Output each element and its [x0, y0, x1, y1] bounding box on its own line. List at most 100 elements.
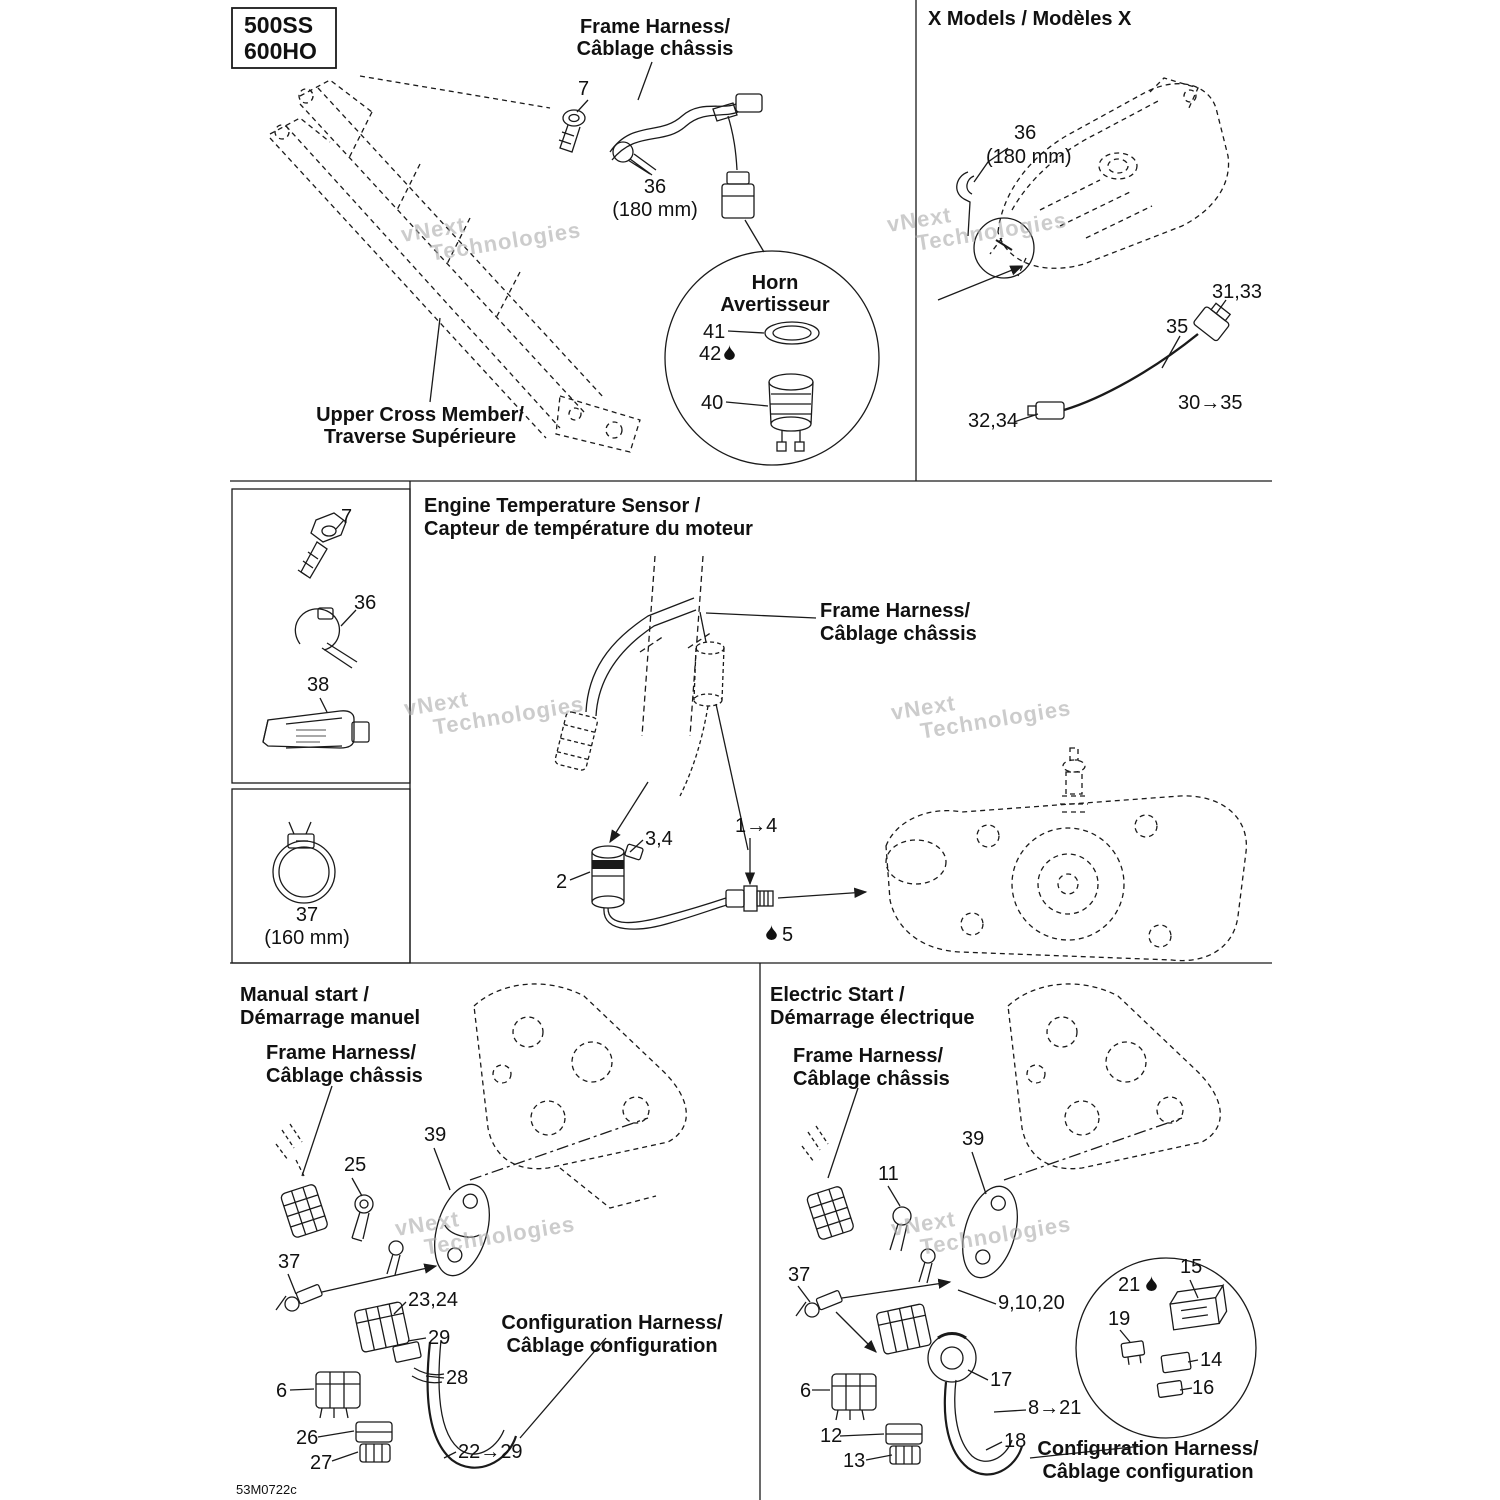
es-callout-21: 21	[1118, 1274, 1141, 1296]
manual-start-title-fr: Démarrage manuel	[240, 1007, 421, 1029]
part-callout-36-x: 36	[1014, 122, 1037, 144]
hw-sealant-tube-38	[262, 710, 370, 749]
es-grommet-17	[927, 1331, 977, 1383]
hw-callout-36: 36	[354, 592, 377, 614]
es-frame-harness-label-fr: Câblage châssis	[793, 1068, 950, 1090]
part-callout-36-length: (180 mm)	[612, 199, 698, 221]
part-callout-3-4: 3,4	[645, 828, 673, 850]
model-badge-500ss: 500SS	[244, 12, 314, 38]
horn-label: Horn	[751, 272, 799, 294]
ms-callout-37: 37	[278, 1251, 301, 1273]
frame-harness-label-fr: Câblage châssis	[576, 38, 734, 60]
es-config-harness-label-fr: Câblage configuration	[1042, 1461, 1254, 1483]
leader-lines	[287, 61, 1227, 1462]
es-callout-6: 6	[800, 1380, 812, 1402]
es-callout-15: 15	[1180, 1256, 1203, 1278]
ms-config-harness-label-fr: Câblage configuration	[506, 1335, 718, 1357]
ms-connector-29	[392, 1341, 422, 1363]
manual-start-title: Manual start /	[240, 984, 369, 1006]
model-badge-600ho: 600HO	[244, 38, 317, 64]
es-callout-16: 16	[1192, 1377, 1215, 1399]
part-callout-2: 2	[556, 871, 568, 893]
es-callout-12: 12	[820, 1425, 843, 1447]
hw-callout-37: 37	[295, 904, 319, 926]
es-bolt-11	[889, 1206, 936, 1284]
ms-frame-harness-connector	[275, 1123, 328, 1238]
ms-callout-26: 26	[296, 1427, 319, 1449]
lubricant-droplet-icon	[766, 925, 777, 940]
model-badge-box	[231, 7, 337, 69]
ms-callout-22-29: 22→29	[458, 1441, 523, 1463]
es-callout-18: 18	[1004, 1430, 1027, 1452]
es-relay-module-9-10-20	[876, 1303, 932, 1355]
ms-clamp-37	[275, 1263, 438, 1312]
part-callout-1-4: 1→4	[735, 815, 778, 837]
frame-harness-label: Frame Harness/	[579, 16, 731, 38]
fuel-tank-drawing	[989, 77, 1230, 277]
hw-clamp-37	[272, 821, 336, 904]
hw-screw-7	[297, 512, 347, 579]
ms-connector-26-27	[355, 1421, 393, 1463]
ets-title: Engine Temperature Sensor /	[424, 495, 701, 517]
ets-frame-harness-label: Frame Harness/	[820, 600, 971, 622]
x-harness-drawing	[1027, 302, 1232, 420]
temp-sensor-probe-1-4	[725, 885, 774, 912]
es-callout-37: 37	[788, 1264, 811, 1286]
es-config-harness-loop	[943, 1379, 1024, 1476]
probe-to-engine-arrow	[777, 887, 868, 899]
es-callout-14: 14	[1200, 1349, 1223, 1371]
engine-drawing	[885, 747, 1247, 962]
latch-arrow	[937, 265, 1024, 301]
ms-config-harness-label: Configuration Harness/	[501, 1312, 723, 1334]
es-frame-harness-label: Frame Harness/	[793, 1045, 944, 1067]
diagram-code: 53M0722c	[236, 1482, 297, 1497]
cable-tie-drawing-tl	[612, 141, 657, 176]
ms-bolt-25	[351, 1194, 404, 1276]
es-frame-harness-connector	[801, 1125, 854, 1240]
es-callout-39: 39	[962, 1128, 985, 1150]
ets-harness-upper	[554, 597, 749, 851]
part-callout-5: 5	[782, 924, 794, 946]
ms-chassis-plate	[469, 983, 687, 1209]
frame-harness-pipe	[639, 555, 713, 737]
upper-cross-member-label: Upper Cross Member/	[316, 404, 524, 426]
upper-cross-member-drawing	[269, 75, 641, 453]
ms-callout-27: 27	[310, 1452, 333, 1474]
es-config-harness-label: Configuration Harness/	[1037, 1438, 1259, 1460]
ms-config-harness-loop	[426, 1339, 518, 1469]
screw-7-drawing-tl	[558, 109, 586, 153]
hw-cable-tie-36	[294, 607, 358, 669]
tank-latch-detail	[973, 217, 1035, 279]
part-callout-42: 42	[699, 343, 722, 365]
ms-bracket-39	[434, 1183, 490, 1277]
es-callout-11: 11	[878, 1163, 899, 1185]
horn-part-drawing	[721, 171, 765, 253]
ets-arrow-to-connector	[609, 781, 649, 844]
ets-title-fr: Capteur de température du moteur	[424, 518, 753, 540]
lubricant-droplet-icon	[724, 345, 735, 360]
part-callout-30-35: 30→35	[1178, 392, 1243, 414]
upper-cross-member-label-fr: Traverse Supérieure	[323, 426, 517, 448]
es-callout-8-21: 8→21	[1028, 1397, 1082, 1419]
electric-start-title-fr: Démarrage électrique	[770, 1007, 975, 1029]
es-callout-19: 19	[1108, 1308, 1131, 1330]
horn-label-fr: Avertisseur	[720, 294, 830, 316]
ms-callout-25: 25	[344, 1154, 367, 1176]
hw-callout-38: 38	[307, 674, 330, 696]
es-detail-circle	[1075, 1257, 1257, 1439]
lubricant-droplet-icon	[1146, 1276, 1157, 1291]
part-callout-32-34: 32,34	[968, 410, 1019, 432]
es-callout-17: 17	[990, 1369, 1013, 1391]
es-relay-6	[831, 1373, 877, 1421]
x-models-title: X Models / Modèles X	[928, 8, 1132, 30]
part-callout-40: 40	[701, 392, 724, 414]
temp-sensor-connector-2	[591, 843, 728, 930]
ms-relay-module-23-24	[354, 1301, 410, 1353]
hw-callout-37-length: (160 mm)	[264, 927, 350, 949]
part-callout-7: 7	[578, 78, 590, 100]
ms-callout-23-24: 23,24	[408, 1289, 459, 1311]
part-callout-36: 36	[643, 176, 667, 198]
part-callout-41: 41	[703, 321, 726, 343]
es-connector-12-13	[885, 1423, 923, 1465]
